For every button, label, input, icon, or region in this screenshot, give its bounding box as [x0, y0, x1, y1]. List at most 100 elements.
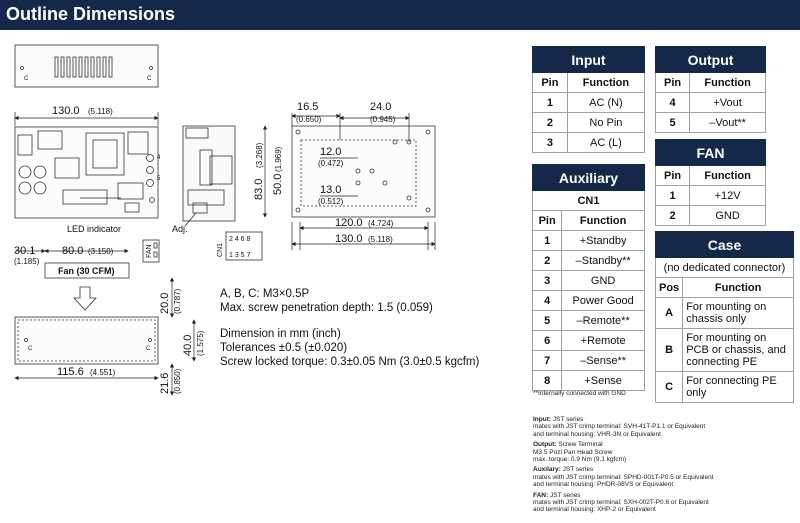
dim-30: 30.1 [14, 245, 35, 257]
input-table-title: Input [532, 46, 645, 73]
table-row: 4+Vout [654, 92, 766, 113]
mechanical-notes: A, B, C: M3×0.5P Max. screw penetration … [220, 287, 479, 369]
page-title: Outline Dimensions [6, 4, 176, 24]
dim-130-in: (5.118) [88, 107, 113, 116]
table-row: 5–Remote** [531, 310, 645, 331]
dim-16: 16.5 [297, 101, 318, 113]
col-function: Function [689, 72, 766, 93]
dim-80-in: (3.150) [88, 247, 114, 256]
vent-slots [54, 56, 113, 78]
table-row: 2–Standby** [531, 250, 645, 271]
adj-label: Adj. [172, 224, 188, 234]
mount-c-label-4: C [146, 346, 151, 352]
airflow-arrow [73, 286, 97, 311]
pin-5-label: 5 [157, 176, 161, 182]
dim-21-in: (0.850) [173, 368, 182, 394]
col-pin: Pin [654, 165, 691, 186]
dim-16-in: (0.650) [296, 115, 322, 124]
pin-4-label: 4 [157, 155, 161, 161]
dim-130b-in: (5.118) [368, 235, 393, 244]
table-row: 1+Standby [531, 230, 645, 251]
dim-40: 40.0 [182, 335, 194, 356]
dim-20: 20.0 [159, 293, 171, 314]
note-screw: A, B, C: M3×0.5P [220, 288, 310, 300]
fan-conn-label: FAN [146, 244, 153, 258]
cn1-label: CN1 [217, 243, 224, 257]
dim-120-in: (4.724) [368, 219, 394, 228]
note-units: Dimension in mm (inch) [220, 328, 341, 340]
col-function: Function [682, 277, 794, 298]
dim-20-in: (0.787) [173, 288, 182, 314]
fan-box [44, 262, 130, 279]
note-depth: Max. screw penetration depth: 1.5 (0.059… [220, 302, 433, 314]
dim-24-in: (0.945) [370, 115, 396, 124]
fan-table-title: FAN [655, 139, 766, 166]
aux-subtitle: CN1 [532, 190, 645, 211]
mount-c-label-2: C [147, 76, 152, 82]
col-pin: Pin [532, 72, 568, 93]
dim-80: 80.0 [62, 245, 83, 257]
output-table-title: Output [655, 46, 766, 73]
table-row: 7–Sense** [531, 350, 645, 371]
cn1-bottom-pins: 1 3 5 7 [229, 252, 251, 259]
col-function: Function [566, 72, 646, 93]
aux-table-title: Auxiliary [532, 164, 645, 191]
col-pin: Pin [531, 210, 563, 231]
table-row: 1+12V [654, 185, 766, 206]
fan-box-label: Fan (30 CFM) [58, 266, 115, 276]
mount-c-label-3: C [28, 346, 33, 352]
dim-12: 12.0 [320, 146, 341, 158]
col-function: Function [689, 165, 766, 186]
dim-40-in: (1.575) [196, 330, 205, 356]
dim-115: 115.6 [57, 366, 84, 378]
note-tolerance: Tolerances ±0.5 (±0.020) [220, 342, 348, 354]
cn1-top-pins: 2 4 6 8 [229, 236, 251, 243]
outline-drawing: 130.0 (5.118) 83.0 (3.268) 50.0 (1.969) … [14, 44, 436, 396]
dim-13-in: (0.512) [318, 197, 344, 206]
dim-30-in: (1.185) [14, 257, 40, 266]
dim-50-in: (1.969) [274, 146, 283, 172]
section-header: Outline Dimensions [0, 0, 800, 30]
note-torque: Screw locked torque: 0.3±0.05 Nm (3.0±0.… [220, 356, 480, 368]
dim-83: 83.0 [253, 179, 265, 200]
dim-130: 130.0 [52, 105, 80, 117]
col-function: Function [561, 210, 645, 231]
dim-13: 13.0 [320, 184, 341, 196]
case-table-title: Case [655, 231, 794, 258]
dim-130b: 130.0 [335, 233, 363, 245]
led-indicator-label: LED indicator [67, 224, 121, 234]
mount-c-label-1: C [24, 76, 29, 82]
top-cover-outline [14, 44, 159, 88]
fan-side-outline [14, 316, 159, 365]
case-subtitle: (no dedicated connector) [655, 257, 794, 278]
dim-24: 24.0 [370, 101, 391, 113]
table-row: 5–Vout** [654, 112, 766, 133]
table-row: 8+Sense [531, 370, 645, 391]
dim-12-in: (0.472) [318, 159, 344, 168]
dim-83-in: (3.268) [255, 142, 264, 168]
dim-115-in: (4.551) [90, 368, 116, 377]
dim-21: 21.6 [159, 373, 171, 394]
dim-50: 50.0 [272, 174, 284, 195]
col-pos: Pos [654, 277, 684, 298]
internal-gnd-note: **Internally connected with GND [533, 390, 626, 397]
